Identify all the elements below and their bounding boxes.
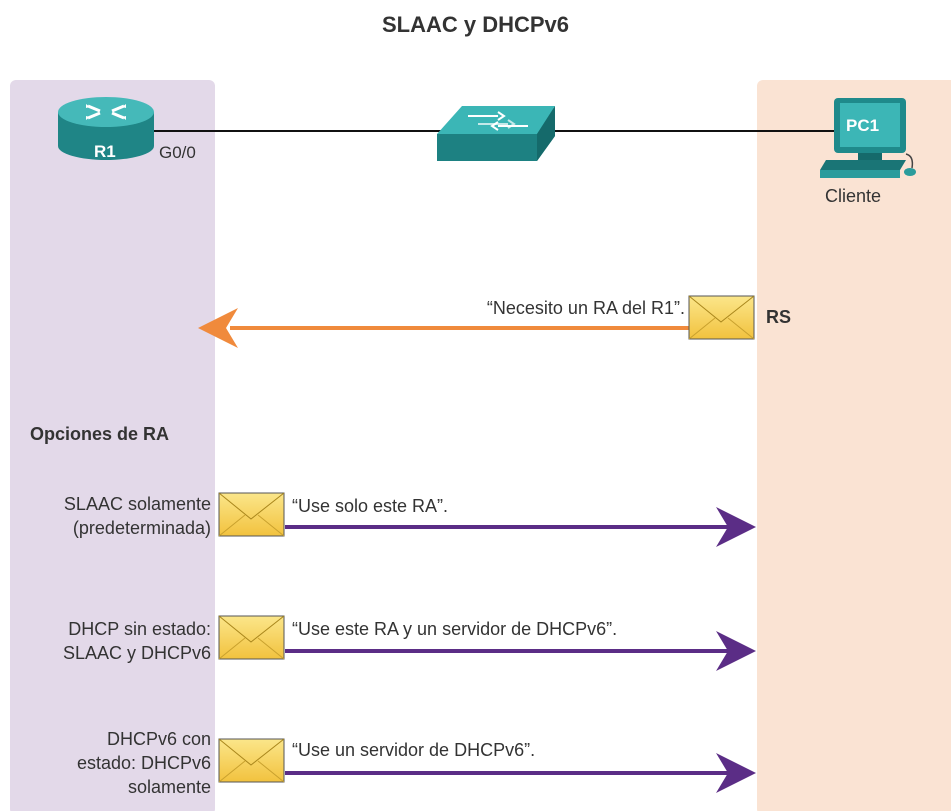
page-title: SLAAC y DHCPv6 (381, 12, 570, 37)
options-heading: Opciones de RA (30, 424, 170, 444)
option-message-slaac: “Use solo este RA”. (292, 496, 449, 516)
option-label-stateless: DHCP sin estado: SLAAC y DHCPv6 (63, 617, 211, 665)
rs-label: RS (766, 307, 792, 327)
router-icon[interactable] (58, 97, 154, 160)
option-label-line: SLAAC y DHCPv6 (62, 643, 211, 663)
option-label-line: DHCPv6 con (106, 729, 211, 749)
envelope-icon (218, 615, 285, 660)
router-name-label: R1 (94, 142, 116, 161)
option-label-slaac: SLAAC solamente (predeterminada) (64, 492, 211, 540)
option-label-line: SLAAC solamente (63, 494, 211, 514)
router-panel (10, 80, 215, 811)
switch-icon[interactable] (437, 106, 555, 161)
option-label-line: solamente (127, 777, 211, 797)
option-label-line: DHCP sin estado: (68, 619, 211, 639)
client-panel (757, 80, 951, 811)
option-label-line: estado: DHCPv6 (76, 753, 211, 773)
envelope-icon (688, 295, 755, 340)
rs-message: “Necesito un RA del R1”. (486, 298, 685, 318)
envelope-icon (218, 492, 285, 537)
interface-label: G0/0 (159, 143, 196, 162)
pc-icon[interactable] (820, 98, 916, 178)
option-message-stateless: “Use este RA y un servidor de DHCPv6”. (292, 619, 618, 639)
option-label-line: (predeterminada) (72, 518, 211, 538)
pc-name-label: PC1 (846, 116, 880, 135)
envelope-icon (218, 738, 285, 783)
option-label-stateful: DHCPv6 con estado: DHCPv6 solamente (77, 727, 211, 799)
option-message-stateful: “Use un servidor de DHCPv6”. (292, 740, 536, 760)
client-label: Cliente (825, 186, 882, 206)
